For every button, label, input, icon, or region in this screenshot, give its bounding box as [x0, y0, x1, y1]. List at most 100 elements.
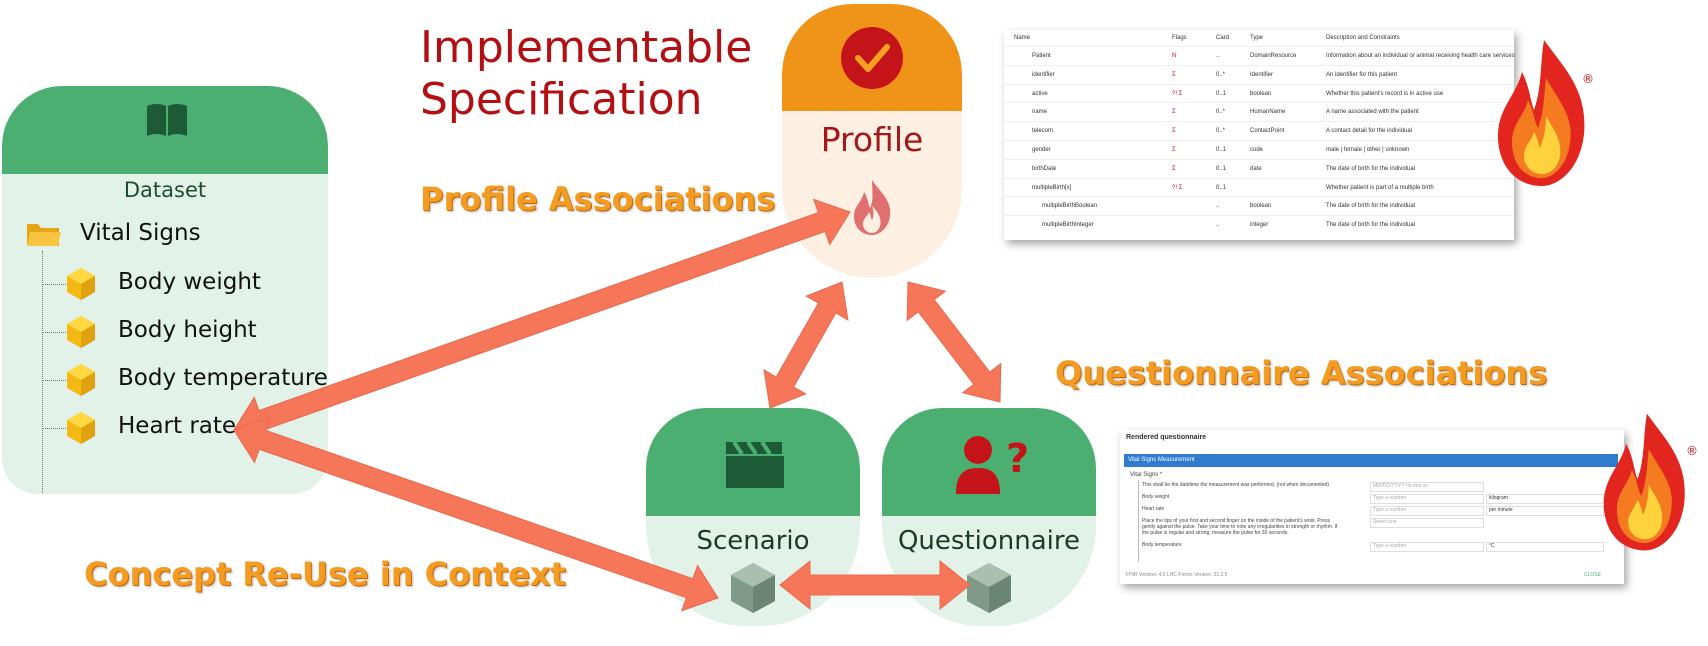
table-cell-type: DomainResource: [1250, 53, 1297, 59]
col-name: Name: [1014, 35, 1031, 41]
table-cell-name: multipleBirth[x]: [1032, 184, 1072, 191]
table-cell-flags: ?! Σ: [1172, 90, 1183, 97]
table-cell-flags: Σ: [1172, 128, 1176, 135]
panel-title: Rendered questionnaire: [1126, 434, 1207, 441]
table-cell-type: Identifier: [1250, 71, 1274, 78]
group-label: Vital Signs *: [1130, 472, 1163, 478]
col-description: Description and Constraints: [1326, 35, 1400, 41]
questionnaire-card-header: ?: [882, 408, 1096, 516]
table-cell-card: ..: [1216, 53, 1220, 59]
questionnaire-associations-label: Questionnaire Associations: [1055, 354, 1548, 392]
tree-connector: [42, 284, 66, 285]
checkmark-icon: [841, 27, 903, 89]
table-cell-name: active: [1032, 90, 1048, 97]
table-row: active ?! Σ 0..1 boolean Whether this patien…: [1004, 83, 1514, 104]
tree-connector: [42, 380, 66, 381]
unit-select[interactable]: per minute: [1486, 506, 1604, 516]
profile-table-screenshot: Name Flags Card Type Description and Con…: [1004, 30, 1515, 240]
table-row: identifier Σ 0..* Identifier An identifier f…: [1004, 64, 1514, 85]
profile-card-header: [782, 4, 962, 111]
table-cell-desc: Whether patient is part of a multiple bi…: [1326, 184, 1434, 191]
svg-text:?: ?: [1006, 436, 1029, 482]
concept-reuse-label: Concept Re-Use in Context: [84, 555, 566, 593]
tree-item-heart-rate[interactable]: Heart rate: [118, 413, 237, 439]
table-cell-card: 0..1: [1216, 147, 1227, 153]
table-cell-card: 0..*: [1216, 71, 1226, 78]
concept-cube-icon: [967, 563, 1011, 613]
book-icon: [147, 104, 187, 136]
table-cell-type: HumanName: [1250, 109, 1286, 116]
fhir-flame-icon: [1498, 40, 1585, 186]
table-cell-card: 0..*: [1216, 109, 1226, 116]
concept-cube-icon: [67, 364, 95, 396]
tree-item-body-temperature[interactable]: Body temperature: [118, 365, 328, 391]
col-card: Card: [1216, 35, 1230, 41]
answer-input[interactable]: Select one: [1370, 518, 1484, 528]
tree-item-body-weight[interactable]: Body weight: [118, 269, 261, 295]
table-cell-card: ..: [1216, 222, 1220, 229]
implementable-specification-title: Implementable Specification: [420, 22, 753, 125]
table-cell-name: gender: [1032, 147, 1051, 153]
table-cell-desc: The date of birth for the individual: [1326, 165, 1416, 172]
table-cell-type: boolean: [1250, 203, 1272, 210]
registered-mark: ®: [1582, 72, 1594, 86]
questionnaire-label: Questionnaire: [897, 526, 1081, 556]
section-bar: [1124, 454, 1618, 467]
clapperboard-icon: [726, 440, 784, 488]
table-cell-name: multipleBirthBoolean: [1042, 203, 1098, 210]
table-cell-desc: An identifier for this patient: [1326, 71, 1398, 78]
table-cell-flags: Σ: [1172, 147, 1176, 153]
concept-cube-icon: [67, 412, 95, 444]
table-cell-name: identifier: [1032, 71, 1055, 78]
questionnaire-card: ? Questionnaire: [882, 408, 1096, 626]
registered-mark: ®: [1686, 444, 1698, 458]
answer-input[interactable]: MM/DD/YYYY hh:mm:ss: [1370, 482, 1484, 492]
table-cell-card: 0..1: [1216, 184, 1227, 191]
table-cell-type: boolean: [1250, 90, 1272, 97]
table-cell-name: telecom: [1032, 128, 1054, 135]
col-type: Type: [1250, 35, 1264, 41]
table-cell-card: ..: [1216, 203, 1220, 210]
questionnaire-rows: This shall be the datetime the measureme…: [1120, 430, 1624, 584]
fhir-flame-icon: [854, 180, 891, 235]
table-cell-type: date: [1250, 165, 1262, 172]
dataset-label: Dataset: [123, 178, 207, 202]
table-cell-flags: ?! Σ: [1172, 184, 1183, 191]
profile-card: Profile: [782, 4, 962, 278]
table-cell-flags: Σ: [1172, 109, 1176, 116]
close-button[interactable]: CLOSE: [1584, 572, 1601, 578]
concept-cube-icon: [67, 268, 95, 300]
table-cell-type: integer: [1250, 222, 1269, 229]
tree-connector: [42, 251, 43, 494]
table-header: Name Flags Card Type Description and Con…: [1004, 30, 1514, 47]
table-cell-desc: Whether this patient's record is in acti…: [1326, 90, 1444, 97]
section-title: Vital Signs Measurement: [1128, 457, 1195, 463]
table-cell-flags: N: [1172, 53, 1177, 59]
table-cell-type: code: [1250, 147, 1264, 153]
tree-connector: [42, 332, 66, 333]
table-cell-desc: The date of birth for the individual: [1326, 222, 1416, 229]
table-cell-flags: Σ: [1172, 165, 1176, 172]
col-flags: Flags: [1172, 35, 1187, 41]
scenario-label: Scenario: [696, 526, 810, 556]
group-connector: [1138, 480, 1139, 562]
answer-input[interactable]: Type a number: [1370, 494, 1484, 504]
arrow-profile-to-questionnaire: [906, 281, 1002, 403]
table-cell-type: ContactPoint: [1250, 128, 1285, 135]
person-question-icon: ?: [956, 436, 1029, 494]
dataset-card-header: [2, 86, 328, 174]
question-label: Body weight: [1142, 494, 1170, 500]
table-cell-name: Patient: [1032, 53, 1051, 59]
question-label: Body temperature: [1142, 542, 1182, 548]
answer-input[interactable]: Type a number: [1370, 542, 1484, 552]
unit-select[interactable]: kilogram: [1486, 494, 1604, 504]
answer-input[interactable]: Type a number: [1370, 506, 1484, 516]
tree-item-body-height[interactable]: Body height: [118, 317, 257, 343]
tree-folder-vital-signs[interactable]: Vital Signs: [80, 220, 201, 246]
table-cell-card: 0..1: [1216, 90, 1227, 97]
question-label: This shall be the datetime the measureme…: [1142, 482, 1330, 488]
table-cell-name: multipleBirthInteger: [1042, 222, 1094, 229]
unit-select[interactable]: °C: [1486, 542, 1604, 552]
table-cell-flags: Σ: [1172, 71, 1176, 78]
